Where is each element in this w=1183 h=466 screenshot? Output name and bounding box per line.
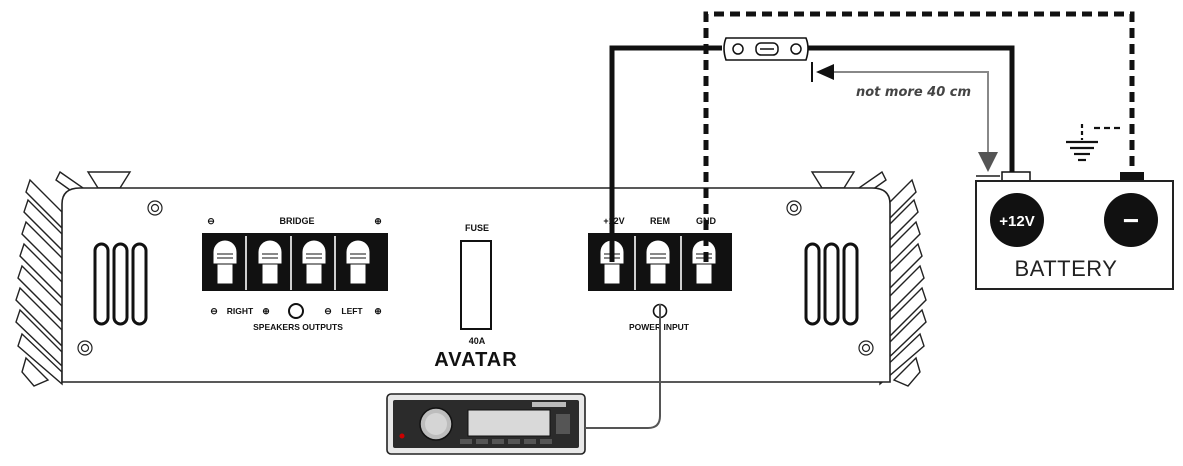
battery-plus-terminal-icon (990, 193, 1044, 247)
speaker-terminal-block (202, 233, 388, 291)
speakers-outputs-label: SPEAKERS OUTPUTS (253, 322, 343, 332)
right-label: RIGHT (227, 306, 254, 316)
fuse-slot (460, 240, 492, 330)
vent-slots-right (804, 242, 859, 326)
battery (975, 171, 1174, 290)
screw-icon (77, 200, 874, 356)
bridge-plus-symbol: ⊕ (374, 216, 382, 226)
head-unit (386, 393, 586, 455)
battery-plus-label: +12V (999, 213, 1034, 230)
vent-slots-left (93, 242, 148, 326)
left-minus-symbol: ⊖ (324, 306, 332, 316)
fuse-label: FUSE (465, 223, 489, 233)
heatsink-left (15, 170, 132, 387)
ground-symbol-icon (1066, 124, 1124, 162)
remote-wire (585, 304, 661, 429)
left-label: LEFT (341, 306, 363, 316)
right-minus-symbol: ⊖ (210, 306, 218, 316)
ground-wire (703, 11, 1135, 262)
bridge-minus-symbol: ⊖ (207, 216, 215, 226)
right-plus-symbol: ⊕ (262, 306, 270, 316)
fuse-rating: 40A (469, 336, 486, 346)
battery-label: BATTERY (1015, 256, 1118, 281)
distance-arrow (811, 62, 1000, 177)
brand-logo: AVATAR (434, 349, 517, 371)
left-plus-symbol: ⊕ (374, 306, 382, 316)
gain-knob-icon (288, 303, 304, 319)
power-label-rem: REM (650, 216, 670, 226)
battery-minus-label: − (1123, 205, 1139, 236)
inline-fuse-icon (723, 37, 809, 61)
battery-minus-terminal-icon (1104, 193, 1158, 247)
bridge-label: BRIDGE (279, 216, 314, 226)
power-wire-12v (609, 45, 1015, 262)
distance-note: not more 40 cm (856, 85, 971, 100)
